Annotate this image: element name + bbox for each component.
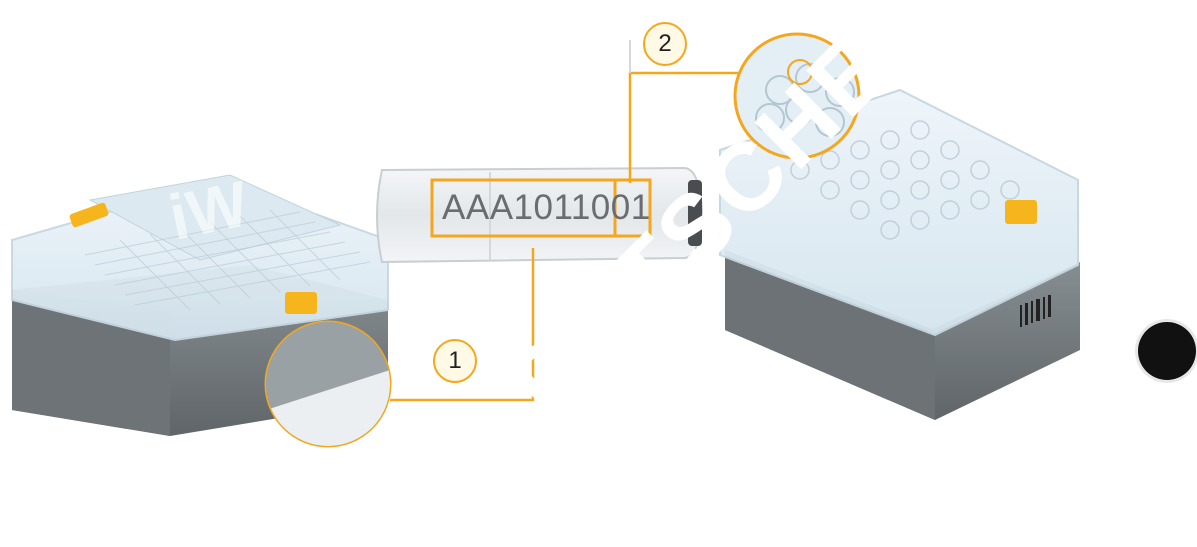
barcode-icon <box>1020 295 1051 327</box>
callout-marker-1: 1 <box>433 339 477 383</box>
callout-marker-2: 2 <box>643 22 687 66</box>
callout-lines <box>390 40 740 402</box>
tube-code-label: AAA1011001 <box>442 188 651 227</box>
datamatrix-badge <box>1138 322 1196 380</box>
left-rack: iW <box>11 167 389 436</box>
barcode-zoom <box>264 320 392 448</box>
product-illustration: iW <box>11 22 1196 448</box>
svg-text:iW: iW <box>163 167 255 254</box>
illustration-svg: iW <box>11 32 1183 448</box>
tube-top-zoom <box>733 32 861 160</box>
sample-tube <box>376 166 704 264</box>
